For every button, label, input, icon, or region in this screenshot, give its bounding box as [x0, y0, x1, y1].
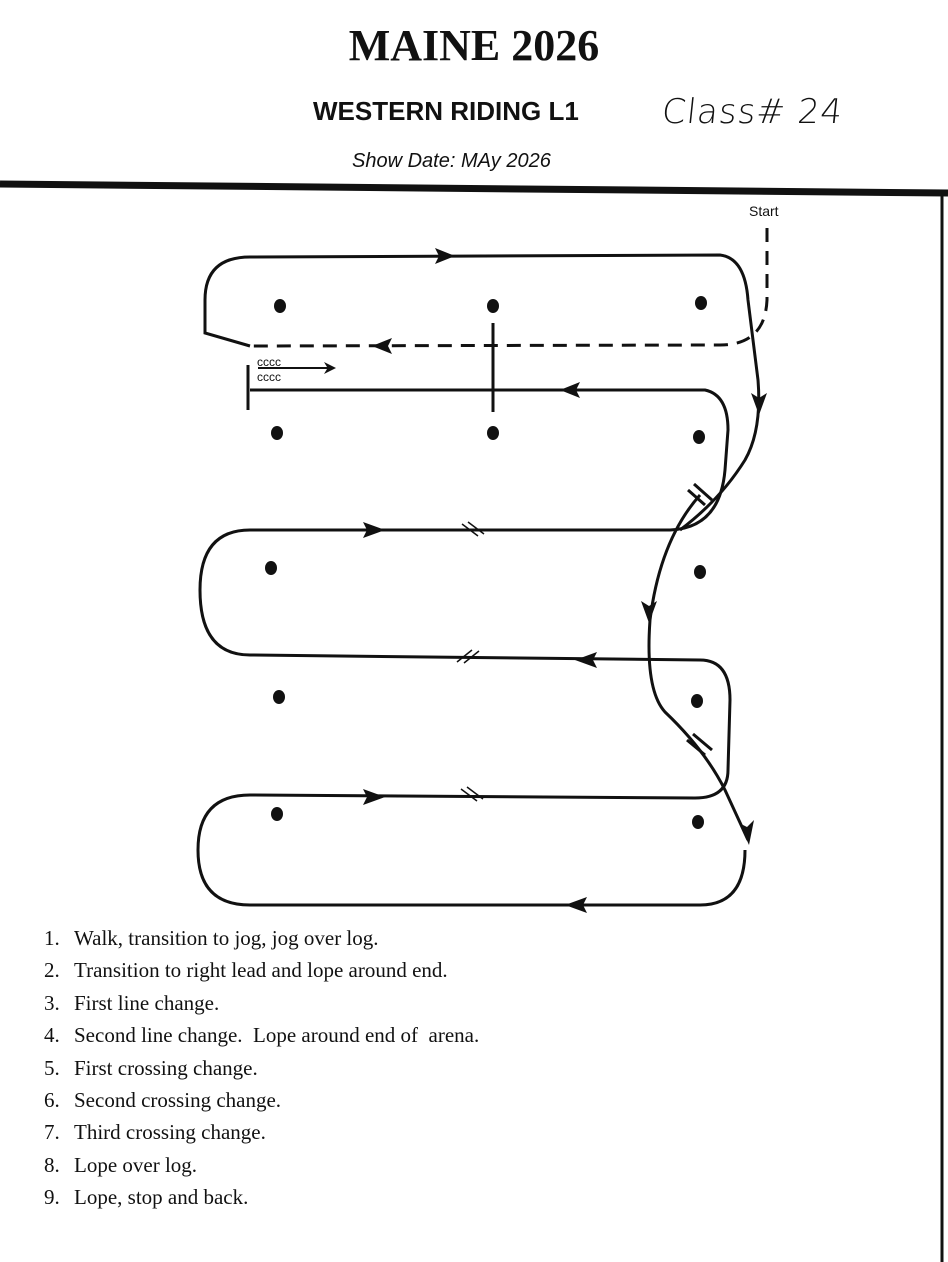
step-number: 5. — [44, 1055, 60, 1080]
arrow-right — [363, 522, 385, 538]
step-number: 3. — [44, 990, 60, 1015]
marker-dot — [265, 561, 277, 575]
marker-dot — [273, 690, 285, 704]
back-up-symbol: cccc — [257, 370, 281, 384]
marker-dot — [271, 426, 283, 440]
marker-dot — [694, 565, 706, 579]
arrow-down — [641, 601, 657, 623]
step-text: Lope over log. — [74, 1152, 198, 1177]
marker-dot — [695, 296, 707, 310]
step-item: 3. First line change. — [44, 987, 479, 1019]
marker-dot — [693, 430, 705, 444]
step-item: 9. Lope, stop and back. — [44, 1181, 479, 1213]
lope-path-1 — [203, 253, 761, 532]
step-item: 5. First crossing change. — [44, 1052, 479, 1084]
step-item: 7. Third crossing change. — [44, 1116, 479, 1148]
step-item: 2. Transition to right lead and lope arou… — [44, 954, 479, 986]
arrow-right — [435, 248, 455, 264]
markers — [265, 296, 707, 829]
crossing-change-mark — [686, 482, 713, 757]
step-item: 6. Second crossing change. — [44, 1084, 479, 1116]
lope-path-3 — [196, 388, 747, 907]
step-number: 1. — [44, 926, 60, 950]
marker-dot — [487, 299, 499, 313]
step-number: 2. — [44, 958, 60, 983]
step-text: First crossing change. — [74, 1055, 258, 1080]
step-number: 7. — [44, 1120, 60, 1145]
arrow-left — [575, 652, 597, 668]
arrow-down — [739, 820, 754, 845]
step-number: 9. — [44, 1185, 60, 1210]
marker-dot — [274, 299, 286, 313]
marker-dot — [487, 426, 499, 440]
step-item: 4. Second line change. Lope around end of… — [44, 1019, 479, 1051]
walk-path — [249, 228, 769, 348]
page-title: MAINE 2026 — [348, 21, 600, 70]
step-number: 6. — [44, 1088, 60, 1113]
step-item: 1. Walk, transition to jog, jog over log. — [44, 922, 479, 954]
line-change-mark — [456, 521, 485, 802]
step-text: Second crossing change. — [74, 1088, 282, 1113]
step-text: Second line change. Lope around end of a… — [74, 1023, 480, 1048]
arrow-left — [560, 382, 580, 398]
lope-path-2 — [647, 494, 750, 841]
arena-border — [0, 180, 948, 197]
step-item: 8. Lope over log. — [44, 1149, 479, 1181]
step-number: 4. — [44, 1023, 60, 1048]
step-text: Third crossing change. — [74, 1120, 266, 1145]
step-text: Walk, transition to jog, jog over log. — [74, 926, 379, 950]
arrow-down — [751, 393, 767, 415]
show-date: Show Date: MAy 2026 — [352, 150, 551, 172]
back-up-symbol: cccc — [257, 355, 281, 369]
marker-dot — [692, 815, 704, 829]
class-title: WESTERN RIDING L1 — [313, 96, 579, 126]
arrow-right — [363, 789, 385, 805]
arrow-left — [372, 338, 392, 354]
marker-dot — [271, 807, 283, 821]
step-text: First line change. — [74, 990, 220, 1015]
pattern-steps: 1. Walk, transition to jog, jog over log.… — [44, 922, 479, 1214]
step-text: Lope, stop and back. — [74, 1185, 249, 1210]
step-text: Transition to right lead and lope around… — [74, 958, 448, 983]
start-label: Start — [749, 203, 779, 219]
step-number: 8. — [44, 1152, 60, 1177]
marker-dot — [691, 694, 703, 708]
direction-arrows — [363, 248, 767, 913]
arrow-left — [565, 897, 587, 913]
